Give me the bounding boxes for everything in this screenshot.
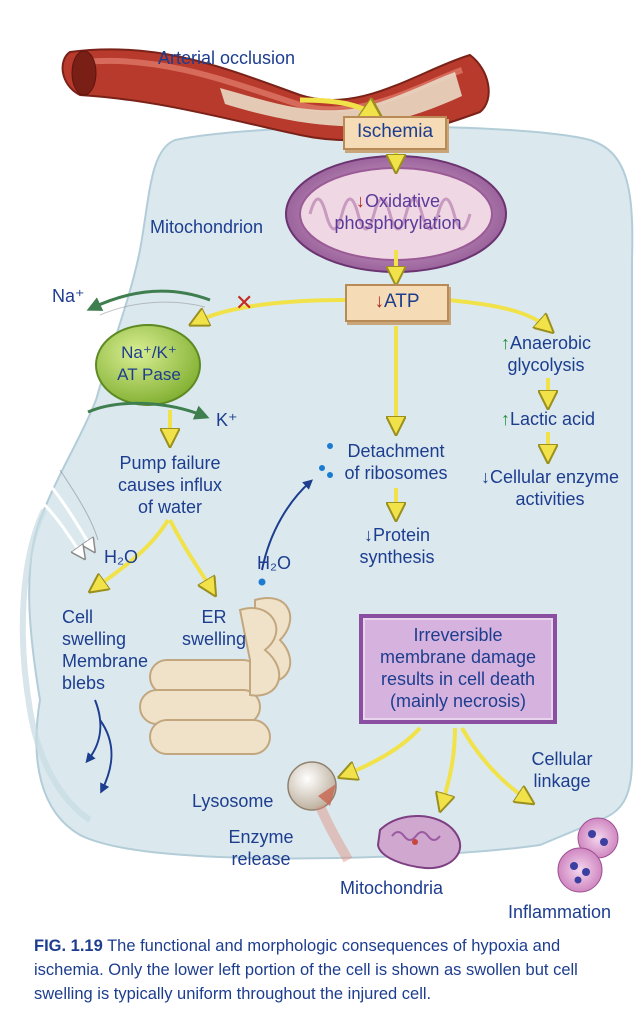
label-lactic-acid: ↑Lactic acid bbox=[500, 409, 596, 429]
label-detachment: Detachment of ribosomes bbox=[344, 441, 448, 483]
down-arrow-icon: ↓ bbox=[355, 191, 365, 211]
up-arrow-icon: ↑ bbox=[500, 333, 510, 353]
cell-swollen-bulge bbox=[19, 508, 92, 823]
label-enzyme-release: Enzyme release bbox=[228, 827, 294, 869]
label-oxidative-phosphorylation: ↓Oxidative phosphorylation bbox=[334, 191, 462, 233]
blocked-x-icon: ✕ bbox=[235, 290, 254, 315]
figure-number: FIG. 1.19 bbox=[34, 937, 103, 955]
caption-text: The functional and morphologic consequen… bbox=[34, 937, 578, 1003]
atp-label: ATP bbox=[383, 291, 420, 312]
label-enzyme-activities: ↓Cellular enzyme activities bbox=[480, 467, 620, 509]
label-mitochondrion: Mitochondrion bbox=[150, 217, 264, 237]
inflammation-illustration bbox=[557, 817, 619, 893]
damaged-mitochondrion-illustration bbox=[376, 815, 462, 870]
ischemia-box: Ischemia bbox=[343, 116, 447, 150]
label-cell-swelling: Cell swelling Membrane blebs bbox=[62, 607, 149, 693]
label-cellular-linkage: Cellular linkage bbox=[531, 749, 593, 791]
ischemia-label: Ischemia bbox=[356, 121, 434, 142]
label-pump-failure: Pump failure causes influx of water bbox=[117, 453, 223, 517]
er-illustration bbox=[139, 597, 292, 755]
label-h2o-left: H₂O bbox=[104, 547, 138, 567]
down-arrow-icon: ↓ bbox=[363, 525, 373, 545]
label-h2o-er: H₂O bbox=[257, 553, 291, 573]
up-arrow-icon: ↑ bbox=[500, 409, 510, 429]
label-anaerobic-glycolysis: ↑Anaerobic glycolysis bbox=[500, 333, 592, 375]
label-lysosome: Lysosome bbox=[192, 791, 274, 811]
atp-box: ↓ATP bbox=[345, 284, 449, 322]
down-arrow-icon: ↓ bbox=[480, 467, 490, 487]
irreversible-damage-box: Irreversible membrane damage results in … bbox=[359, 614, 557, 724]
down-arrow-icon: ↓ bbox=[374, 291, 384, 312]
label-inflammation: Inflammation bbox=[508, 902, 612, 922]
label-er-swelling: ER swelling bbox=[181, 607, 247, 649]
label-pump: Na⁺/K⁺ AT Pase bbox=[117, 343, 181, 384]
label-mitochondria: Mitochondria bbox=[340, 878, 444, 898]
lysosome-illustration bbox=[287, 761, 353, 863]
label-k: K⁺ bbox=[216, 410, 238, 430]
diagram: Arterial occlusion Ischemia Mitochondrio… bbox=[19, 48, 634, 922]
label-arterial-occlusion: Arterial occlusion bbox=[158, 48, 296, 68]
label-na: Na⁺ bbox=[52, 286, 85, 306]
figure-caption: FIG. 1.19 The functional and morphologic… bbox=[34, 934, 634, 1006]
label-protein-synthesis: ↓Protein synthesis bbox=[359, 525, 435, 567]
